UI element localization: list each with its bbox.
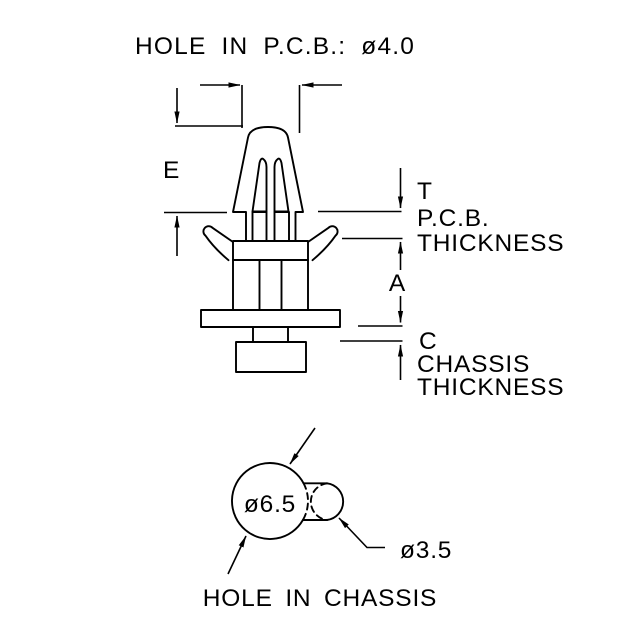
dim-c-label: C [419, 328, 438, 355]
flange-plate [200, 309, 341, 328]
dim-t-label: T [417, 178, 433, 205]
leader-small-hole [338, 517, 385, 549]
bottom-view-caption: HOLE IN CHASSIS [203, 585, 437, 612]
dim-t-desc-line2: THICKNESS [417, 230, 564, 257]
dim-e-label: E [163, 157, 180, 184]
dim-a-label: A [389, 270, 406, 297]
spring-wing-right [307, 225, 339, 262]
dim-c-desc-line2: THICKNESS [417, 374, 564, 401]
standoff-body [232, 240, 309, 311]
fir-tree-snap-head [232, 126, 304, 242]
small-hole-diameter-label: ø3.5 [400, 537, 452, 564]
spring-wing-left [202, 225, 234, 262]
fastener-front-view [200, 126, 341, 373]
dimension-lines [164, 82, 404, 380]
leader-large-hole-upper [289, 427, 316, 465]
chassis-hole-view [231, 462, 345, 540]
bottom-view-leaders [227, 427, 385, 575]
drawing-title: HOLE IN P.C.B.: ø4.0 [135, 33, 415, 60]
dim-t-desc-line1: P.C.B. [417, 205, 489, 232]
small-hole-hidden-arc [309, 482, 328, 521]
fir-tree-slot-right [273, 157, 290, 213]
large-hole-circle [231, 462, 305, 540]
leader-large-hole-lower [227, 535, 247, 575]
large-hole-diameter-label: ø6.5 [244, 491, 296, 518]
chassis-snap-foot [235, 341, 307, 373]
fir-tree-slot-left [251, 157, 268, 213]
large-hole-hidden-arc [301, 482, 309, 521]
small-hole-circle [326, 482, 345, 521]
dim-c-desc-line1: CHASSIS [417, 351, 530, 378]
